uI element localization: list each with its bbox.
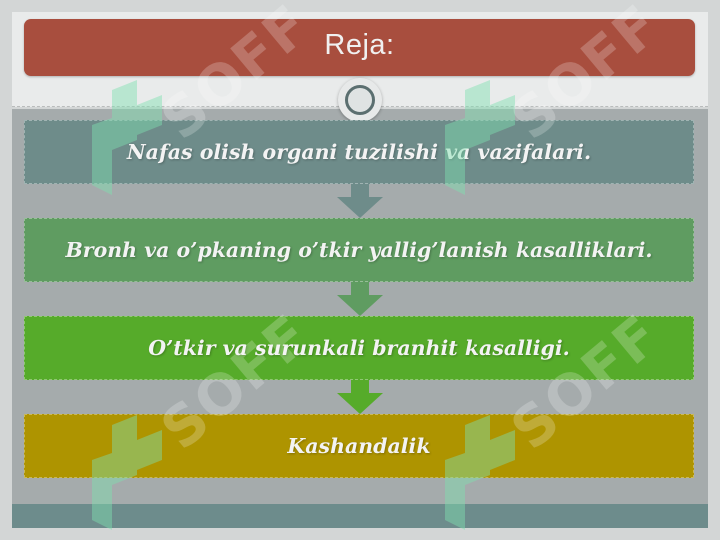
step-text-4: Kashandalik (287, 434, 431, 458)
down-arrow-icon-2 (337, 282, 383, 316)
step-box-1: Nafas olish organi tuzilishi va vazifala… (24, 120, 694, 184)
step-text-3: O’tkir va surunkali branhit kasalligi. (148, 336, 570, 360)
down-arrow-icon-1 (337, 184, 383, 218)
step-box-4: Kashandalik (24, 414, 694, 478)
ring-ornament-icon (338, 78, 382, 122)
title-bar: Reja: (24, 19, 695, 76)
step-text-2: Bronh va o’pkaning o’tkir yallig’lanish … (65, 238, 653, 262)
slide-title: Reja: (324, 29, 395, 61)
step-box-3: O’tkir va surunkali branhit kasalligi. (24, 316, 694, 380)
footer-strip (12, 504, 708, 528)
down-arrow-icon-3 (337, 380, 383, 414)
step-box-2: Bronh va o’pkaning o’tkir yallig’lanish … (24, 218, 694, 282)
step-text-1: Nafas olish organi tuzilishi va vazifala… (126, 140, 592, 164)
